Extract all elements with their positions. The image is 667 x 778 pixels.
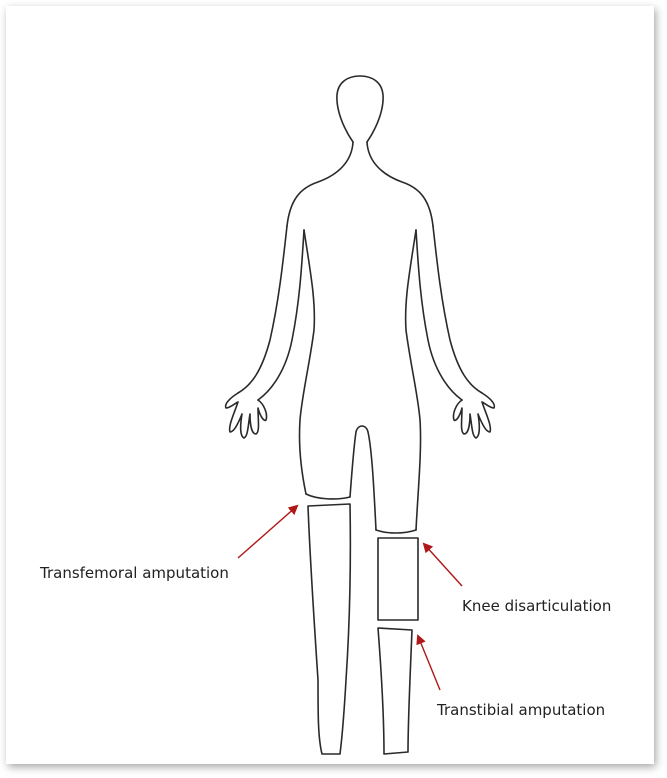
transfemoral-label: Transfemoral amputation	[40, 564, 229, 582]
transtibial-label: Transtibial amputation	[437, 701, 605, 719]
right-arm-outline-icon	[416, 226, 482, 400]
knee-arrow-icon	[424, 544, 462, 586]
neck-outline-icon	[287, 142, 433, 226]
crotch-outline-icon	[350, 426, 376, 530]
right-hand-outline-icon	[453, 393, 494, 438]
left-hand-outline-icon	[226, 393, 267, 438]
transfemoral-arrow-icon	[238, 506, 297, 558]
torso-outline-icon	[299, 230, 420, 530]
left-arm-outline-icon	[238, 226, 304, 400]
head-outline-icon	[337, 76, 383, 142]
right-thigh-stump-icon	[376, 530, 416, 533]
knee-disarticulation-label: Knee disarticulation	[462, 597, 611, 615]
transtibial-arrow-icon	[418, 636, 440, 690]
left-thigh-stump-icon	[306, 494, 350, 499]
left-leg-segment-icon	[308, 504, 350, 754]
right-shank-segment-icon	[378, 628, 412, 754]
right-knee-segment-icon	[378, 538, 418, 620]
